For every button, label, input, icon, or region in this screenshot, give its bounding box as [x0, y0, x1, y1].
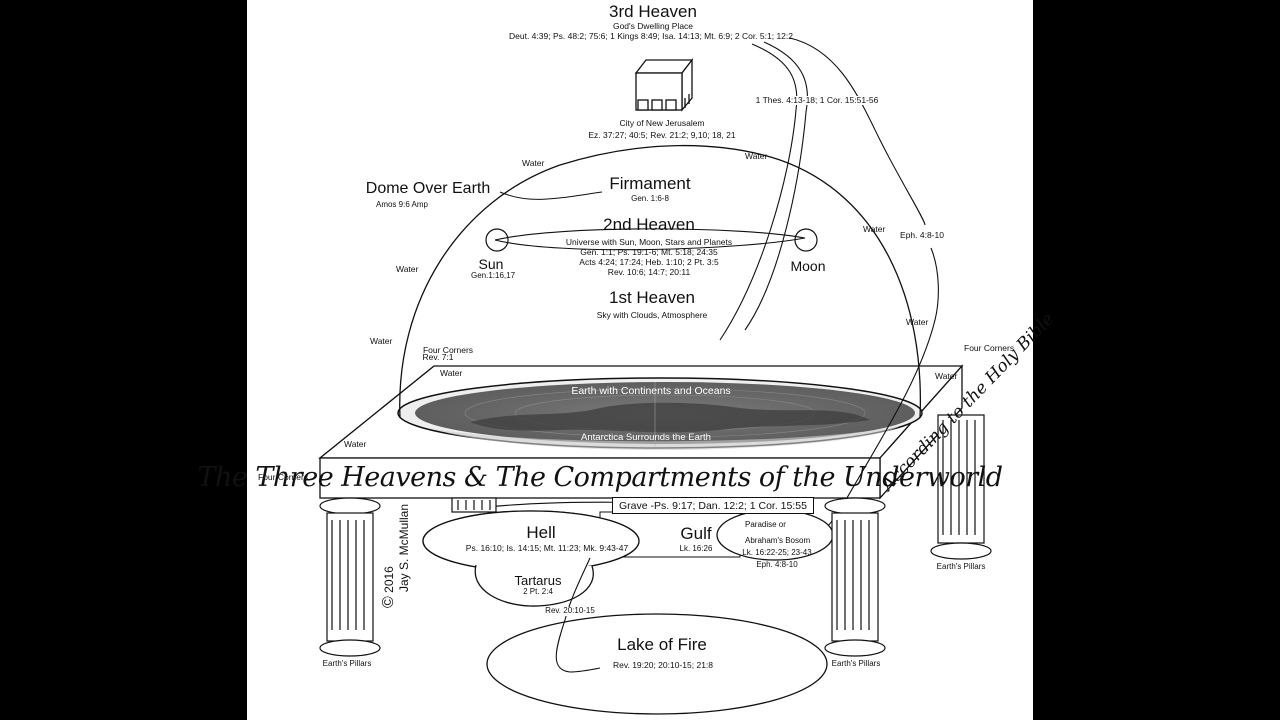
paradise-label-2: Abraham's Bosom [745, 536, 811, 545]
orbit-path [494, 228, 806, 251]
water-label: Water [396, 264, 419, 274]
second-heaven-refs-2: Acts 4:24; 17:24; Heb. 1:10; 2 Pt. 3:5 [579, 257, 719, 267]
new-jerusalem-cube-icon [634, 58, 694, 112]
gulf-title: Gulf [680, 524, 712, 543]
water-label: Water [370, 336, 393, 346]
tartarus-title: Tartarus [514, 573, 562, 588]
four-corners-label: Four Corners [964, 343, 1015, 353]
dome-pointer-line [499, 191, 603, 200]
new-jerusalem-label: City of New Jerusalem [619, 118, 705, 128]
third-heaven-title: 3rd Heaven [609, 2, 697, 21]
rapture-refs: 1 Thes. 4:13-18; 1 Cor. 15:51-56 [755, 95, 879, 106]
paradise-refs: Lk. 16:22-25; 23-43 [742, 548, 812, 557]
antarctica-shape [430, 426, 900, 450]
table-front-face [319, 457, 881, 499]
grave-label: Grave -Ps. 9:17; Dan. 12:2; 1 Cor. 15:55 [612, 497, 814, 514]
second-heaven-subtitle: Universe with Sun, Moon, Stars and Plane… [565, 237, 733, 247]
new-jerusalem-refs: Ez. 37:27; 40:5; Rev. 21:2; 9,10; 18, 21 [588, 130, 736, 140]
diagram-canvas [247, 0, 1033, 720]
paradise-ref-2: Eph. 4:8-10 [756, 560, 798, 569]
moon-circle [794, 228, 818, 252]
pillar-front-right [824, 497, 886, 657]
copyright-icon: © [380, 596, 397, 608]
four-corners-ref: Rev. 7:1 [422, 352, 454, 362]
pillar-front-left [319, 497, 381, 657]
rapture-line [719, 43, 798, 341]
lake-link-ref: Rev. 20:10-15 [545, 606, 595, 616]
dome-ref: Amos 9:6 Amp [375, 200, 429, 209]
pillars-label: Earth's Pillars [322, 659, 372, 668]
four-corners-label: Four Corners [258, 472, 309, 482]
earth-bottom-label: Antarctica Surrounds the Earth [581, 432, 711, 443]
sun-ref: Gen.1:16,17 [470, 271, 516, 280]
sun-circle [485, 228, 509, 252]
four-corners-label: Four Corners [422, 345, 474, 355]
water-label: Water [522, 158, 545, 168]
water-label: Water [863, 224, 886, 234]
third-heaven-subtitle: God's Dwelling Place [612, 21, 694, 31]
main-title-banner: The Three Heavens & The Compartments of … [197, 461, 1003, 493]
water-label: Water [440, 368, 463, 378]
water-label: Water [935, 371, 958, 381]
pillars-label: Earth's Pillars [831, 659, 881, 668]
water-label: Water [344, 439, 367, 449]
firmament-title: Firmament [609, 174, 691, 193]
lake-of-fire-refs: Rev. 19:20; 20:10-15; 21:8 [612, 660, 714, 670]
pillar-back-right [930, 414, 992, 560]
eph-line [789, 37, 926, 226]
copyright-author: Jay S. McMullan [396, 503, 411, 592]
lake-of-fire-ellipse [486, 613, 828, 715]
paradise-label: Paradise or [745, 520, 786, 529]
sun-label: Sun [478, 256, 504, 272]
copyright-year: 2016 [382, 566, 396, 593]
water-label: Water [906, 317, 929, 327]
hell-title: Hell [526, 523, 556, 542]
water-label: Water [745, 151, 768, 161]
continent-shape [470, 402, 870, 433]
earth-top-label: Earth with Continents and Oceans [571, 385, 731, 397]
dome-arc [399, 144, 922, 419]
moon-label: Moon [790, 258, 826, 274]
dome-title: Dome Over Earth [365, 180, 491, 197]
hell-refs: Ps. 16:10; Is. 14:15; Mt. 11:23; Mk. 9:4… [465, 543, 629, 553]
first-heaven-title: 1st Heaven [609, 288, 695, 307]
tartarus-ref: 2 Pt. 2:4 [523, 587, 553, 596]
earth-ring [464, 388, 866, 438]
tartarus-bowl [474, 564, 594, 607]
lake-of-fire-title: Lake of Fire [617, 635, 707, 654]
second-heaven-refs-1: Gen. 1:1; Ps. 19:1-6; Mt. 5:18; 24:35 [580, 247, 718, 257]
hell-to-lake-line [555, 557, 601, 673]
third-heaven-refs: Deut. 4:39; Ps. 48:2; 75:6; 1 Kings 8:49… [509, 31, 793, 41]
corner-line [319, 365, 435, 459]
copyright-notice: © 2016 Jay S. McMullan [380, 503, 411, 608]
pillars-label: Earth's Pillars [936, 562, 986, 571]
firmament-ref: Gen. 1:6-8 [631, 194, 669, 203]
rapture-line [744, 41, 808, 331]
second-heaven-refs-3: Rev. 10:6; 14:7; 20:11 [607, 267, 691, 277]
gulf-ref: Lk. 16:26 [679, 544, 713, 553]
pillar-back-left [451, 497, 497, 513]
first-heaven-subtitle: Sky with Clouds, Atmosphere [596, 310, 708, 320]
second-heaven-title: 2nd Heaven [603, 215, 695, 234]
eph-ref: Eph. 4:8-10 [900, 230, 944, 241]
